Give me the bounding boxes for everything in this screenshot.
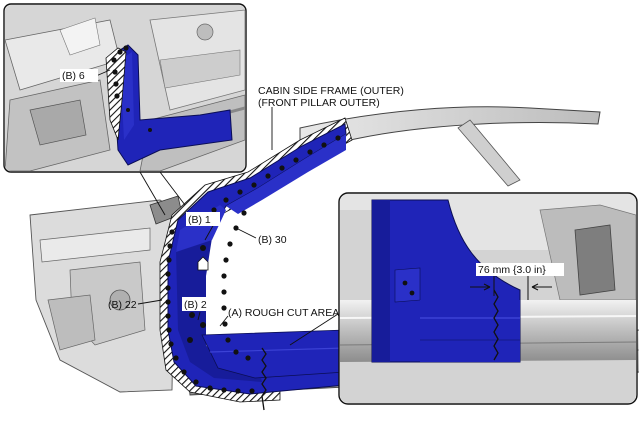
label-dimension: 76 mm {3.0 in} [478,264,546,276]
label-b6: (B) 6 [62,70,85,82]
label-rough-cut-area: (A) ROUGH CUT AREA [228,307,339,319]
leader-lines [95,69,339,346]
detail-inset-lower [338,192,638,405]
label-b2: (B) 2 [184,299,207,311]
detail-inset-upper [3,3,247,173]
label-b1: (B) 1 [188,214,211,226]
spot-welds-main [165,135,341,394]
label-cabin-side-frame: CABIN SIDE FRAME (OUTER) [258,85,404,97]
label-front-pillar-outer: (FRONT PILLAR OUTER) [258,97,380,109]
label-b22: (B) 22 [108,299,137,311]
label-b30: (B) 30 [258,234,287,246]
cut-line-main [261,347,267,411]
